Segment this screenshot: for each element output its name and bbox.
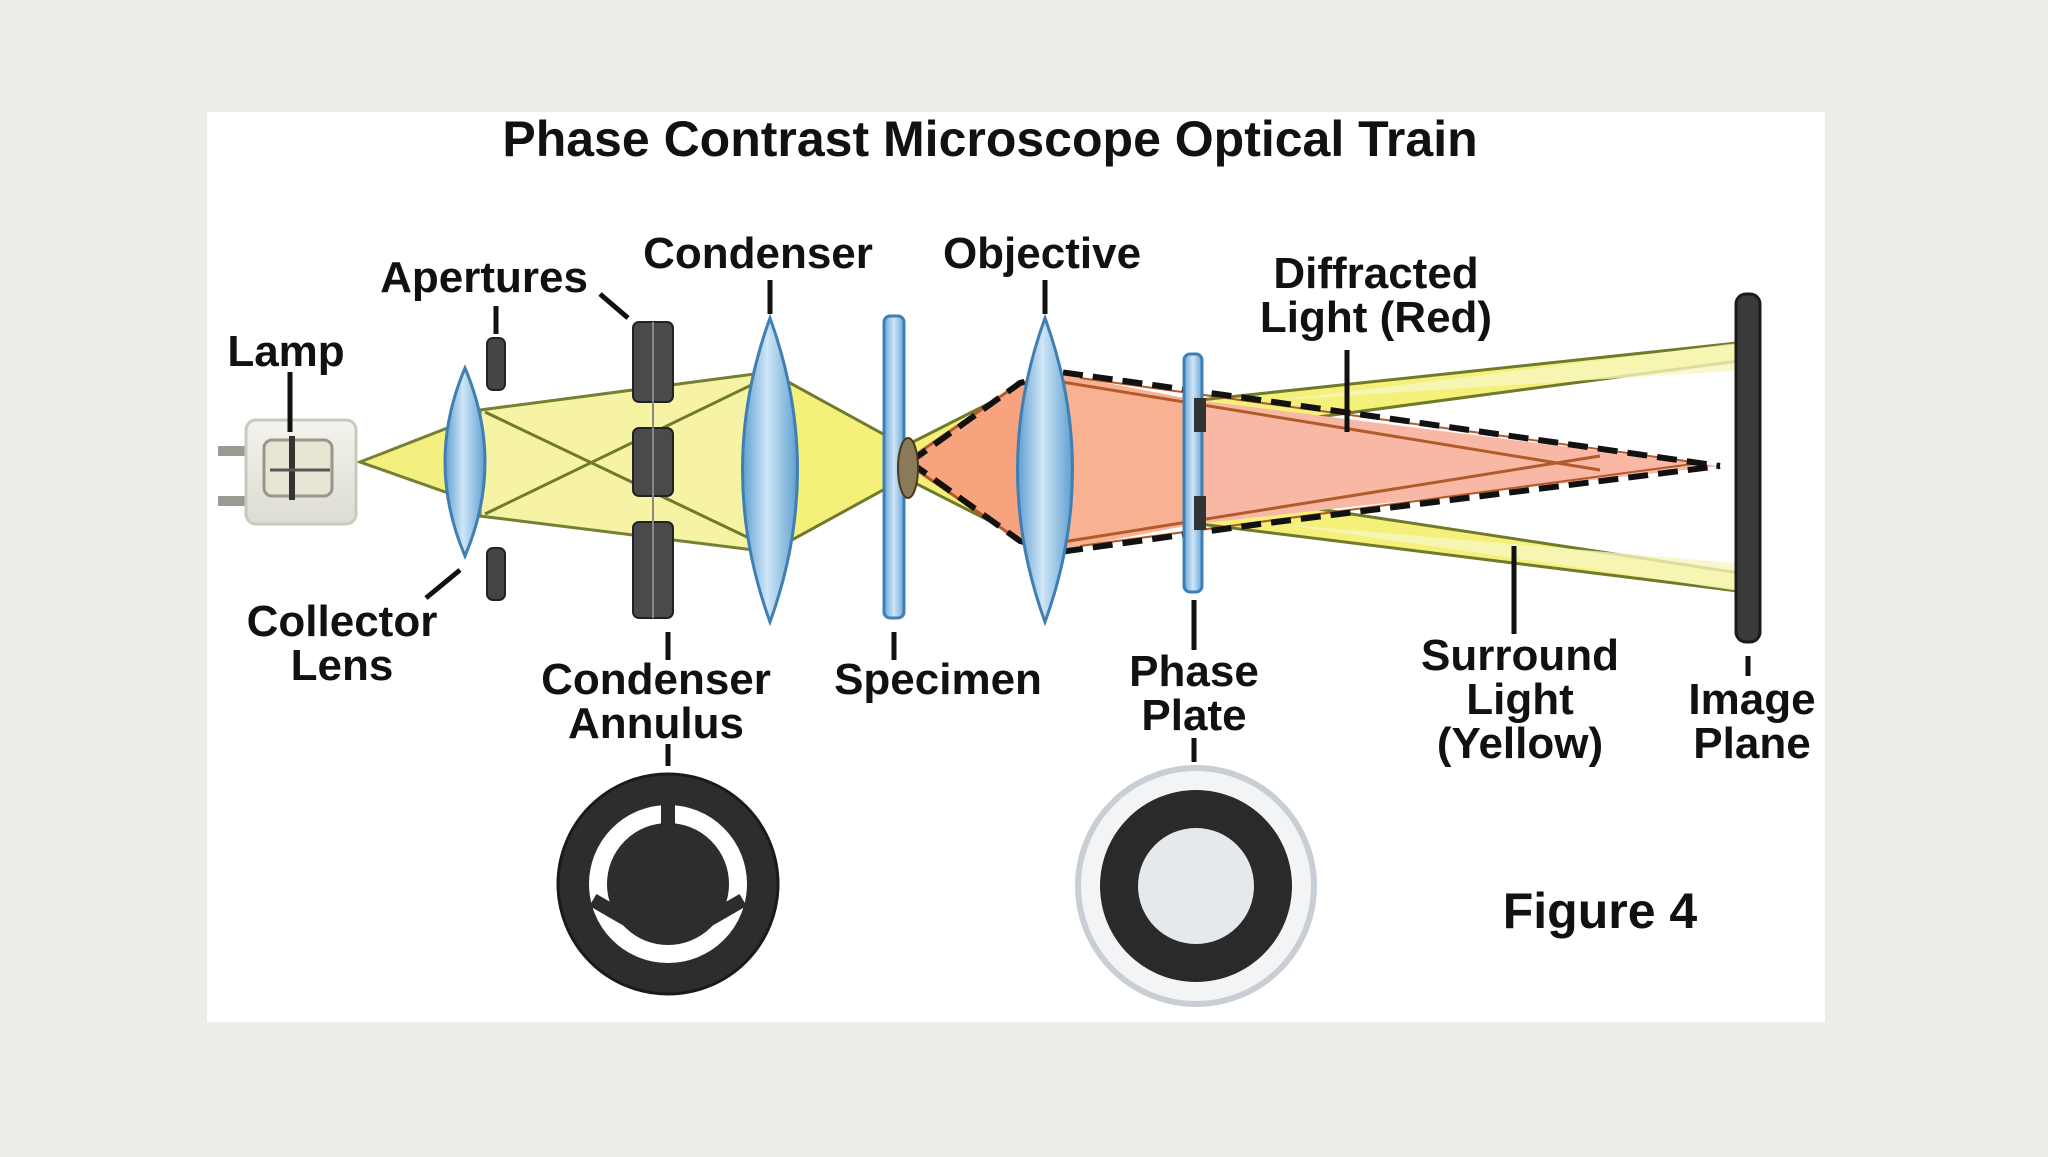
diffracted-light-beams	[902, 368, 1721, 556]
label-objective: Objective	[943, 229, 1141, 278]
label-diffracted-line2: Light (Red)	[1260, 293, 1492, 342]
label-surround-line3: (Yellow)	[1437, 719, 1603, 768]
phase-plate-front	[1075, 765, 1317, 1007]
label-surround-line1: Surround	[1421, 631, 1619, 680]
diagram-title: Phase Contrast Microscope Optical Train	[502, 111, 1477, 167]
label-surround-line2: Light	[1466, 675, 1574, 724]
label-specimen: Specimen	[834, 655, 1042, 704]
label-lamp: Lamp	[227, 327, 344, 376]
label-collector-line2: Lens	[291, 641, 394, 690]
label-condenser-annulus-line2: Annulus	[568, 699, 744, 748]
label-condenser-annulus-line1: Condenser	[541, 655, 771, 704]
condenser-annulus-front	[556, 772, 780, 996]
label-apertures: Apertures	[380, 253, 588, 302]
image-plane	[1734, 292, 1762, 644]
label-condenser: Condenser	[643, 229, 873, 278]
label-collector-line1: Collector	[247, 597, 438, 646]
objective-lens	[1016, 313, 1074, 627]
label-phase-plate-line2: Plate	[1141, 691, 1246, 740]
lamp	[218, 418, 358, 526]
label-diffracted-line1: Diffracted	[1273, 249, 1478, 298]
field-aperture	[486, 337, 506, 601]
condenser-annulus-side	[632, 321, 674, 619]
specimen-slide	[882, 314, 919, 620]
leader-lines	[287, 280, 1751, 766]
figure-label: Figure 4	[1503, 883, 1698, 939]
label-image-plane-line1: Image	[1688, 675, 1815, 724]
phase-plate-side	[1182, 352, 1206, 594]
collector-lens	[443, 364, 487, 560]
condenser-lens	[741, 313, 799, 627]
label-phase-plate-line1: Phase	[1129, 647, 1259, 696]
label-image-plane-line2: Plane	[1693, 719, 1810, 768]
